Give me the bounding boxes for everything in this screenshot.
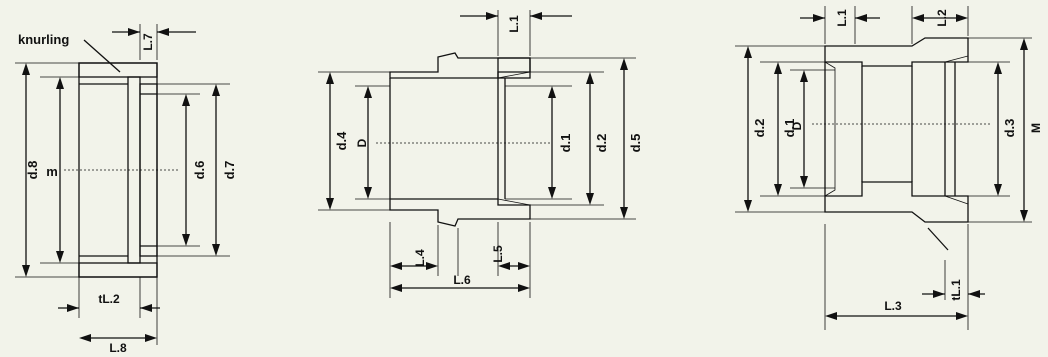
fig1-d7-label: d.7: [222, 161, 237, 180]
fig1-bottom-wall: [78, 262, 158, 278]
fig3-upper-wall: [824, 37, 969, 67]
fig1-knurling-leader: [83, 39, 121, 73]
fig1-knurling-label: knurling: [18, 32, 69, 47]
fig3-d2-label: d.2: [752, 119, 767, 138]
fig2-L1-label: L.1: [507, 15, 521, 33]
fig3-M-label: M: [1029, 123, 1043, 133]
fig2-L4-label: L.4: [413, 249, 427, 267]
fig3-L3-label: L.3: [884, 299, 902, 313]
fig1-top-wall: [78, 62, 158, 78]
fig3-lower-wall: [824, 181, 969, 223]
fig1-L8-label: L.8: [109, 341, 127, 352]
fig3-L1-label: L.1: [835, 9, 849, 27]
fig3-D-label: D: [790, 121, 804, 130]
fig3-L2-label: L.2: [935, 9, 949, 27]
fig1-L7-label: L.7: [141, 33, 155, 51]
fig2-d5-label: d.5: [628, 134, 643, 153]
fig3-d1-label: d.1: [782, 119, 797, 138]
fig3-d3-label: d.3: [1002, 119, 1017, 138]
fig3-tL1-label: tL.1: [949, 279, 963, 301]
fig1-d8-label: d.8: [25, 161, 40, 180]
fig1-knurled-nut: d.8 m d.6 d.7 L.7 knurling tL.2: [15, 24, 237, 355]
fig2-D-label: D: [355, 138, 369, 147]
fig2-d4-label: d.4: [334, 131, 349, 151]
fig3-adapter: d.2 d.1 D d.3 M L.1 L.2: [735, 6, 1043, 330]
fig2-tailpiece: d.4 D d.1 d.2 d.5 L.1 L.4: [318, 10, 643, 298]
fig2-L5-label: L.5: [491, 245, 505, 263]
fig1-d6-label: d.6: [192, 161, 207, 180]
fig2-upper-wall: [389, 52, 531, 79]
fig2-L6-label: L.6: [453, 273, 471, 287]
fig2-d2-label: d.2: [594, 134, 609, 153]
fig1-m-label: m: [46, 164, 58, 179]
fig1-tL2-label: tL.2: [98, 292, 120, 306]
fig2-d1-label: d.1: [558, 134, 573, 153]
fig2-lower-wall: [389, 198, 531, 227]
